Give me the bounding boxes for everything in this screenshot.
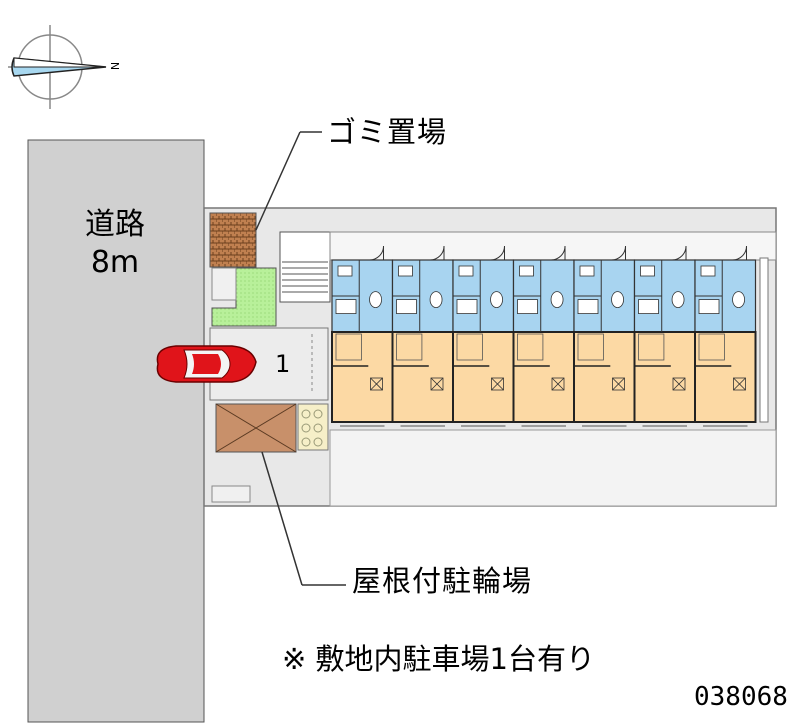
road-name: 道路	[85, 207, 145, 242]
apartment-unit	[633, 245, 696, 427]
apartment-unit	[573, 245, 636, 427]
apartment-unit	[452, 245, 515, 427]
compass-north-label: N	[108, 61, 122, 71]
apartment-unit	[512, 245, 575, 427]
listing-code: 038068	[694, 682, 788, 712]
red-car-icon	[156, 345, 257, 383]
garden	[211, 267, 277, 327]
apartment-unit	[694, 245, 757, 427]
apartment-unit	[391, 245, 454, 427]
road	[27, 139, 205, 723]
parking-space-number: 1	[275, 350, 291, 378]
apartment-building	[329, 231, 777, 427]
garbage-area-label: ゴミ置場	[327, 115, 448, 149]
road-width: 8m	[90, 245, 140, 280]
stairs	[279, 231, 331, 303]
bicycle-parking	[215, 403, 329, 453]
apartment-unit	[331, 245, 394, 427]
parking-note: ※ 敷地内駐車場1台有り	[282, 642, 595, 676]
bicycle-parking-label: 屋根付駐輪場	[352, 564, 533, 598]
garbage-area	[209, 212, 257, 268]
compass-rose-icon	[8, 25, 107, 109]
